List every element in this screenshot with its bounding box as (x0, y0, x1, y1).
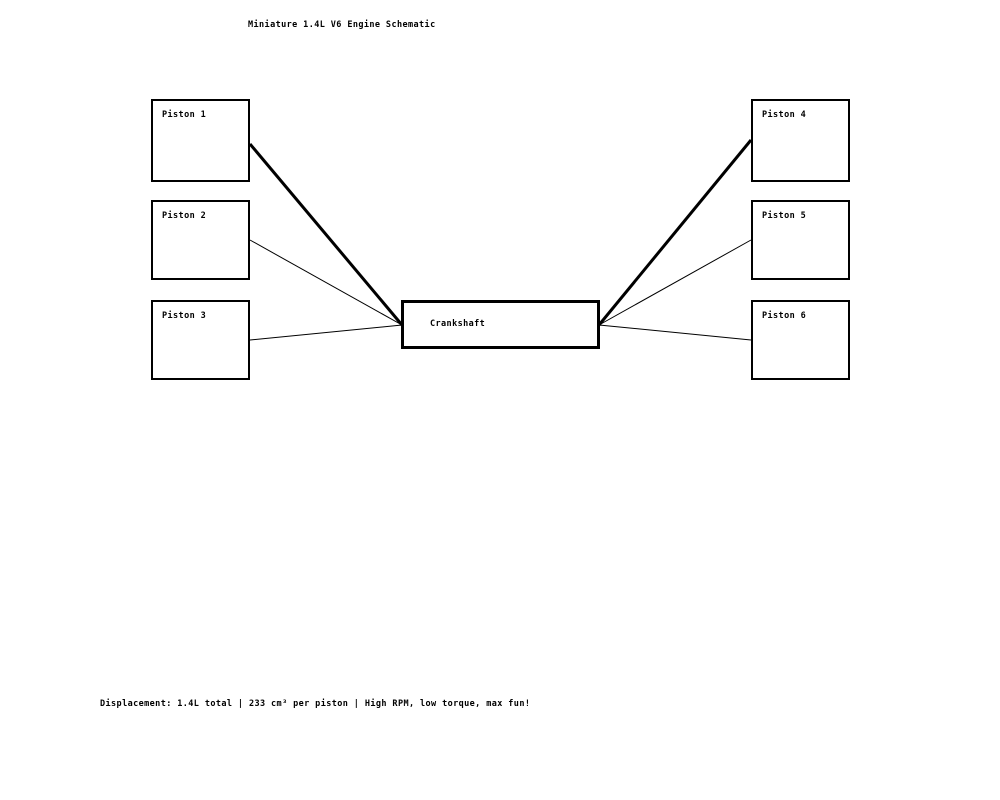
node-crankshaft[interactable]: Crankshaft (401, 300, 600, 349)
node-label-piston-6: Piston 6 (762, 311, 807, 321)
node-piston-1[interactable]: Piston 1 (151, 99, 250, 182)
node-label-piston-4: Piston 4 (762, 110, 807, 120)
footer-caption: Displacement: 1.4L total | 233 cm³ per p… (100, 699, 531, 709)
link-crankshaft-piston6 (598, 324, 752, 341)
node-piston-3[interactable]: Piston 3 (151, 300, 250, 380)
node-label-piston-3: Piston 3 (162, 311, 207, 321)
node-piston-5[interactable]: Piston 5 (751, 200, 850, 280)
link-piston1-crankshaft (248, 143, 404, 326)
node-piston-4[interactable]: Piston 4 (751, 99, 850, 182)
page-title: Miniature 1.4L V6 Engine Schematic (248, 20, 436, 30)
link-piston2-crankshaft (249, 239, 403, 326)
node-label-piston-2: Piston 2 (162, 211, 207, 221)
node-label-piston-5: Piston 5 (762, 211, 807, 221)
link-crankshaft-piston5 (598, 239, 752, 326)
node-label-crankshaft: Crankshaft (430, 319, 486, 329)
link-piston3-crankshaft (249, 324, 403, 341)
node-piston-2[interactable]: Piston 2 (151, 200, 250, 280)
node-piston-6[interactable]: Piston 6 (751, 300, 850, 380)
node-label-piston-1: Piston 1 (162, 110, 207, 120)
link-crankshaft-piston4 (597, 139, 753, 326)
